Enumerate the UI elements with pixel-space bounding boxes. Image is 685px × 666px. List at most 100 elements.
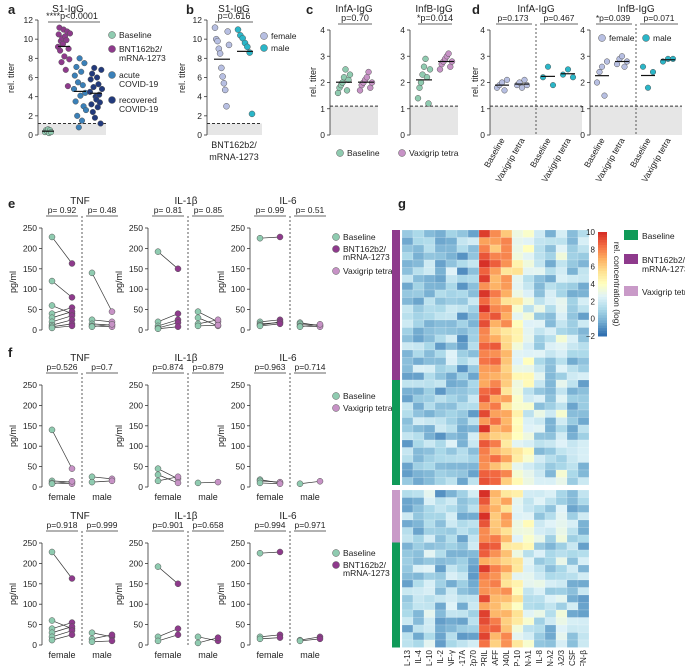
heatmap-cell (489, 462, 502, 471)
heatmap-cell (566, 564, 579, 573)
heatmap-cell (577, 274, 590, 283)
heatmap-cell (577, 297, 590, 306)
f-top-2-point-after (316, 478, 324, 485)
c-y-0-tick-label: 3 (320, 51, 325, 61)
a-point-3 (98, 66, 105, 73)
heatmap-cell (533, 447, 546, 456)
colorbar-segment (598, 252, 607, 256)
heatmap-cell (434, 327, 447, 336)
heatmap-cell (456, 504, 469, 513)
heatmap-cell (555, 632, 568, 641)
heatmap-cell (566, 477, 579, 486)
heatmap-cell (533, 594, 546, 603)
f-top-1-point-before (194, 479, 202, 487)
a-point-2 (72, 98, 79, 105)
heatmap-cell (500, 364, 513, 373)
heatmap-cell (445, 387, 458, 396)
f-bot-0-title: TNF (70, 511, 89, 522)
heatmap-cell (456, 469, 469, 478)
f-bot-1-point-before (154, 637, 162, 645)
d-title-0: InfA-IgG (517, 4, 554, 15)
f-top-1-pair-line (197, 481, 219, 484)
heatmap-cell (467, 409, 480, 418)
heatmap-cell (544, 282, 557, 291)
heatmap-cell (522, 244, 535, 253)
a-point-1 (62, 66, 69, 73)
heatmap-cell (434, 259, 447, 268)
c-point (436, 66, 444, 73)
heatmap-cell (434, 549, 447, 558)
heatmap-cell (445, 564, 458, 573)
heatmap-cell (423, 244, 436, 253)
heatmap-cell (500, 387, 513, 396)
heatmap-cell (500, 489, 513, 498)
f-bot-0-point-after (108, 637, 116, 645)
heatmap-cell (401, 244, 414, 253)
heatmap-cell (555, 349, 568, 358)
heatmap-cell (533, 229, 546, 238)
heatmap-cell (423, 617, 436, 626)
heatmap-cell (434, 632, 447, 641)
heatmap-cell (544, 454, 557, 463)
heatmap-cell (544, 617, 557, 626)
f-bot-1-pair-line (197, 636, 219, 642)
heatmap-cell (566, 282, 579, 291)
heatmap-cell (423, 489, 436, 498)
c-point (420, 63, 428, 70)
f-bot-2-pair-line (259, 634, 281, 638)
a-y-tick-label: 6 (28, 73, 33, 83)
heatmap-cell (522, 252, 535, 261)
heatmap-cell (489, 609, 502, 618)
heatmap-cell (478, 244, 491, 253)
heatmap-cell (511, 587, 524, 596)
f-bot-0-y-tick-label: 250 (23, 538, 37, 548)
heatmap-cell (522, 402, 535, 411)
heatmap-cell (522, 334, 535, 343)
f-top-0-pair-line (91, 480, 113, 483)
colorbar-segment (598, 289, 607, 293)
f-top-0-pvalue: p=0.526 (47, 362, 78, 372)
heatmap-cell (500, 409, 513, 418)
heatmap-cell (489, 439, 502, 448)
heatmap-cell (456, 357, 469, 366)
heatmap-cell (423, 424, 436, 433)
heatmap-cell (500, 312, 513, 321)
b-y-tick-label: 10 (193, 34, 203, 44)
heatmap-cell (511, 594, 524, 603)
heatmap-cell (500, 274, 513, 283)
heatmap-cell (577, 289, 590, 298)
heatmap-col-label: GM-CSF (568, 650, 577, 666)
heatmap-cell (489, 454, 502, 463)
heatmap-cell (577, 319, 590, 328)
heatmap-cell (401, 289, 414, 298)
heatmap-cell (489, 617, 502, 626)
heatmap-cell (467, 579, 480, 588)
b-point-0 (219, 73, 226, 80)
heatmap-cell (577, 594, 590, 603)
a-point-3 (98, 85, 106, 93)
heatmap-cell (500, 319, 513, 328)
heatmap-cell (500, 372, 513, 381)
heatmap-cell (566, 409, 579, 418)
a-point-2 (74, 79, 82, 86)
d-legend-male-swatch (642, 34, 650, 42)
heatmap-cell (401, 542, 414, 551)
heatmap-cell (555, 594, 568, 603)
panel-letter-e: e (8, 196, 15, 211)
heatmap-cell (445, 477, 458, 486)
e-0-y-tick-label: 250 (23, 223, 37, 233)
f-top-2-y-tick-label: 250 (231, 380, 245, 390)
heatmap-cell (445, 469, 458, 478)
heatmap-cell (566, 334, 579, 343)
e-1-point-after (174, 323, 182, 330)
heatmap-cell (467, 557, 480, 566)
heatmap-cell (467, 229, 480, 238)
d-y-0-tick-label: 1 (480, 104, 485, 114)
a-point-1 (55, 31, 62, 38)
f-bot-0-pair-line (51, 634, 73, 641)
heatmap-cell (544, 534, 557, 543)
d-legend-female-swatch (598, 34, 606, 42)
heatmap-cell (555, 267, 568, 276)
heatmap-cell (467, 267, 480, 276)
heatmap-cell (544, 259, 557, 268)
